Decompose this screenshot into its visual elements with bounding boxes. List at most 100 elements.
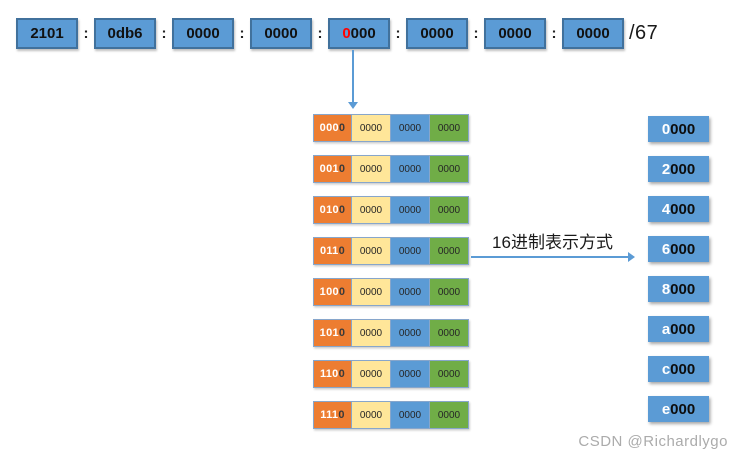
segment-text: 0000 [264,25,298,42]
binary-cell-green: 0000 [430,401,469,429]
hex-rest-digits: 000 [670,280,696,298]
colon-separator: : [395,25,401,42]
subnet-bits: 011 [319,245,339,257]
address-segment-box: 0000 [172,18,234,49]
segment-text: 0000 [420,25,454,42]
hex-rest-digits: 000 [670,240,696,258]
segment-text: 000 [350,25,376,42]
host-bit: 0 [338,409,345,421]
watermark: CSDN @Richardlygo [578,433,728,450]
hex-rest-digits: 000 [670,400,696,418]
right-arrow-head [628,252,635,262]
host-bit: 0 [338,163,346,175]
binary-cell-blue: 0000 [391,319,430,347]
prefix-length-label: /67 [629,22,659,44]
binary-cell-blue: 0000 [391,278,430,306]
segment-text: 0000 [186,25,220,42]
subnet-bits: 101 [319,327,339,339]
subnet-bits: 001 [319,163,339,175]
segment-text: 0db6 [107,25,143,42]
hex-first-digit: 2 [661,160,671,178]
binary-cell-yellow: 0000 [352,155,391,183]
binary-cell-green: 0000 [430,360,469,388]
address-segment-box: 0000 [484,18,546,49]
host-bit: 0 [338,122,346,134]
binary-cell-yellow: 0000 [352,360,391,388]
colon-separator: : [83,25,89,42]
hex-first-digit: 8 [661,280,671,298]
colon-separator: : [551,25,557,42]
binary-cell-green: 0000 [430,319,469,347]
colon-separator: : [161,25,167,42]
segment-text: 0000 [498,25,532,42]
address-segment-box: 0000 [250,18,312,49]
segment-text: 0000 [576,25,610,42]
right-arrow-icon [471,252,635,262]
subnet-bits: 110 [319,368,339,380]
address-segment-box: 2101 [16,18,78,49]
segment-highlight: 0 [342,25,351,42]
hex-rest-digits: 000 [670,120,696,138]
subnet-bits: 010 [319,204,339,216]
binary-cell-yellow: 0000 [352,319,391,347]
hex-rest-digits: 000 [670,320,696,338]
subnet-bits: 100 [319,286,339,298]
colon-separator: : [473,25,479,42]
hex-rest-digits: 000 [670,200,696,218]
hex-first-digit: a [661,320,671,338]
binary-cell-yellow: 0000 [352,196,391,224]
binary-cell-blue: 0000 [391,155,430,183]
binary-cell-blue: 0000 [391,360,430,388]
binary-cell-green: 0000 [430,278,469,306]
binary-cell-green: 0000 [430,155,469,183]
hex-rest-digits: 000 [670,360,696,378]
host-bit: 0 [338,245,346,257]
hex-first-digit: 4 [661,200,671,218]
host-bit: 0 [338,204,346,216]
binary-cell-green: 0000 [430,237,469,265]
segment-text: 2101 [30,25,64,42]
binary-cell-yellow: 0000 [352,114,391,142]
hex-first-digit: 0 [661,120,671,138]
hex-first-digit: 6 [661,240,671,258]
binary-cell-yellow: 0000 [352,278,391,306]
down-arrow-line [352,50,354,102]
binary-cell-green: 0000 [430,196,469,224]
address-segment-box: 0000 [406,18,468,49]
binary-cell-blue: 0000 [391,114,430,142]
hex-rest-digits: 000 [670,160,696,178]
colon-separator: : [317,25,323,42]
binary-cell-blue: 0000 [391,196,430,224]
host-bit: 0 [338,368,346,380]
subnet-bits: 000 [319,122,339,134]
binary-cell-yellow: 0000 [352,401,391,429]
down-arrow-head [348,102,358,109]
binary-cell-yellow: 0000 [352,237,391,265]
subnet-bits: 111 [320,409,339,421]
right-arrow-line [471,256,628,258]
hex-first-digit: c [661,360,671,378]
